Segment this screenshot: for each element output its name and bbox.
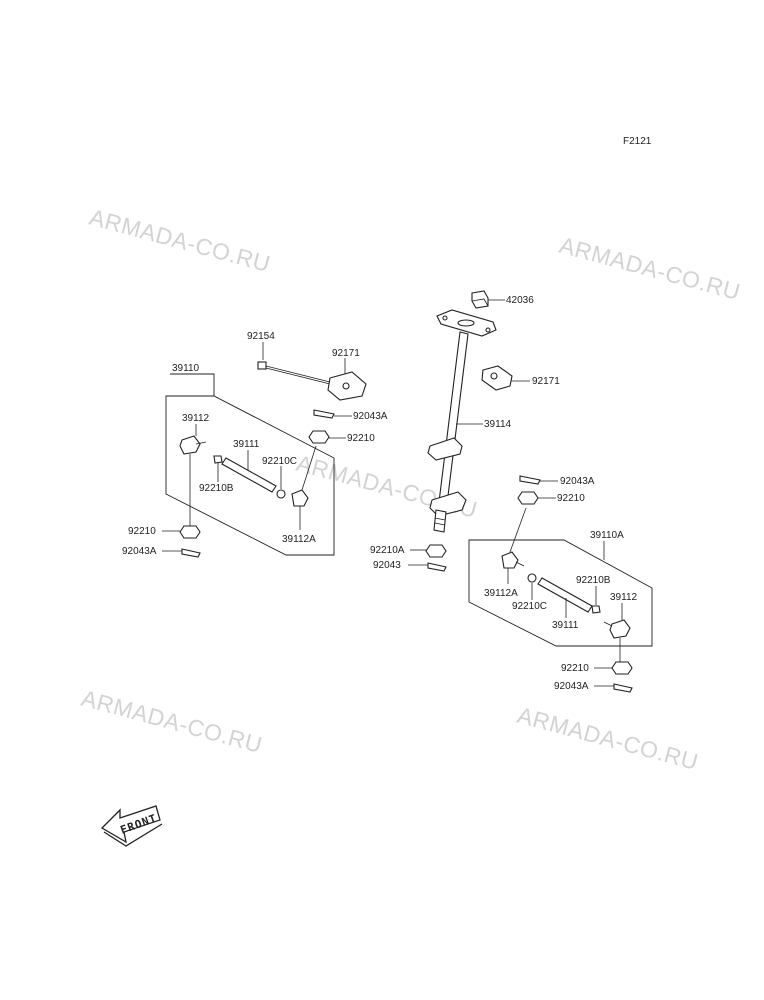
cotter-pin-92043A-1 [313, 409, 352, 419]
tie-rod-end-39112A-right [501, 507, 527, 584]
leader-39110 [170, 373, 215, 396]
nut-92210C-right [527, 573, 537, 600]
nut-92210-3 [517, 491, 556, 505]
part-label-39112A-right: 39112A [484, 588, 518, 599]
steering-upper-plate [436, 309, 497, 337]
part-label-39112A-left: 39112A [282, 534, 316, 545]
tie-rod-39111-left [221, 457, 277, 493]
assembly-frame-39110A [468, 539, 653, 647]
nut-92210-4 [594, 661, 633, 675]
steering-shaft-39114 [427, 331, 469, 533]
assembly-frame-39110 [165, 395, 335, 556]
part-label-92043A-1: 92043A [353, 411, 388, 422]
part-label-92043A-2: 92043A [122, 546, 157, 557]
watermark: ARMADA-CO.RU [515, 702, 702, 775]
part-label-39111-left: 39111 [233, 439, 260, 450]
cotter-pin-92043A-2 [162, 548, 201, 558]
part-label-92210-2: 92210 [128, 526, 156, 537]
part-label-39111-right: 39111 [552, 620, 579, 631]
nut-92210-1 [308, 430, 346, 444]
part-label-39112-right: 39112 [610, 592, 638, 603]
part-label-92210C-right: 92210C [512, 601, 547, 612]
part-label-92210C-left: 92210C [262, 456, 297, 467]
part-label-92210B-left: 92210B [199, 483, 234, 494]
nut-92210B-right [591, 586, 601, 614]
nut-92210B-left [213, 455, 223, 482]
part-label-39110: 39110 [172, 363, 200, 374]
part-label-92210A: 92210A [370, 545, 405, 556]
clamp-92171-left [327, 371, 367, 401]
cotter-pin-92043 [408, 562, 447, 572]
tie-rod-end-39112A-left [291, 445, 317, 530]
diagram-code: F2121 [623, 136, 652, 147]
cotter-pin-92043A-4 [594, 683, 633, 693]
part-label-92043A-4: 92043A [554, 681, 589, 692]
part-label-39114: 39114 [484, 419, 512, 430]
part-label-92210-1: 92210 [347, 433, 375, 444]
part-label-92171-right: 92171 [532, 376, 560, 387]
clamp-92171-right [481, 365, 530, 391]
part-label-92043: 92043 [373, 560, 401, 571]
front-arrow-icon [100, 805, 163, 847]
part-label-92210-4: 92210 [561, 663, 589, 674]
nut-92210A [410, 544, 447, 558]
cotter-pin-92043A-3 [519, 475, 558, 485]
part-label-42036: 42036 [506, 295, 534, 306]
nut-92210-2 [162, 525, 201, 539]
part-label-92210-3: 92210 [557, 493, 585, 504]
watermark: ARMADA-CO.RU [557, 232, 744, 305]
part-label-92043A-3: 92043A [560, 476, 595, 487]
tie-rod-end-39112-right [603, 619, 631, 662]
part-label-92154: 92154 [247, 331, 275, 342]
nut-92210C-left [276, 466, 286, 499]
part-label-92171-left: 92171 [332, 348, 360, 359]
watermark: ARMADA-CO.RU [79, 685, 266, 758]
part-label-39110A: 39110A [590, 530, 624, 541]
watermark: ARMADA-CO.RU [87, 204, 274, 277]
part-label-92210B-right: 92210B [576, 575, 611, 586]
bushing-42036 [471, 290, 505, 309]
part-label-39112-left: 39112 [182, 413, 210, 424]
tie-rod-end-39112-left [179, 435, 207, 528]
bolt-92154 [257, 361, 335, 386]
